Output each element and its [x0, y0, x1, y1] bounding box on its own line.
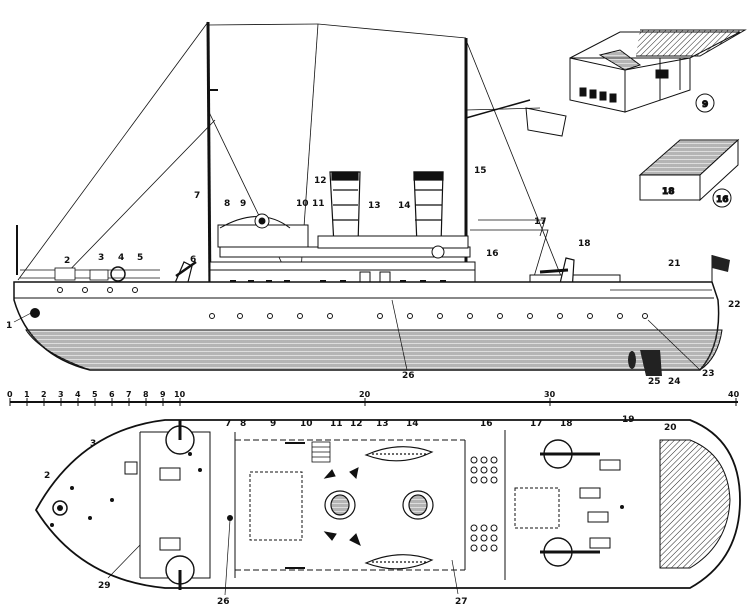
scale-tick: 7	[126, 390, 132, 399]
plan-label: 19	[622, 415, 635, 425]
plan-label: 29	[98, 581, 111, 591]
scale-tick: 6	[109, 390, 115, 399]
funnels	[329, 171, 444, 246]
inset-label: 16	[716, 195, 729, 205]
flag	[525, 107, 567, 137]
side-label: 6	[190, 255, 196, 265]
side-label: 24	[668, 377, 681, 387]
side-label: 8	[224, 199, 230, 209]
side-label: 18	[578, 239, 591, 249]
scale-tick: 20	[359, 390, 371, 399]
side-label: 11	[312, 199, 325, 209]
scale-tick: 0	[7, 390, 13, 399]
side-label: 12	[314, 176, 327, 186]
side-label-layer: 1 2 3 4 5 6 7 8 9 10 11 12 13 14 15 16 1…	[6, 166, 741, 387]
propeller	[628, 351, 636, 369]
plan-label: 20	[664, 423, 677, 433]
side-label: 5	[137, 253, 143, 263]
plan-label: 12	[350, 419, 363, 429]
scale-tick: 5	[92, 390, 98, 399]
deck-plan	[34, 419, 741, 590]
plan-label: 16	[480, 419, 493, 429]
gun-mounts	[165, 420, 600, 590]
side-label: 22	[728, 300, 741, 310]
plan-label: 14	[406, 419, 419, 429]
side-label: 23	[702, 369, 715, 379]
side-label: 16	[486, 249, 499, 259]
scale-tick: 9	[160, 390, 166, 399]
side-label: 4	[118, 253, 124, 263]
inset-label: 18	[662, 187, 675, 197]
plan-label-layer: 2 3 7 8 9 10 11 12 13 14 16 17 18 19 20 …	[44, 415, 677, 607]
inset-box: 18 16	[638, 138, 740, 208]
scale-bar: 0 1 2 3 4 5 6 7 8 9 10 20 30 40	[7, 390, 740, 406]
plan-label: 3	[90, 439, 96, 449]
plan-label: 18	[560, 419, 573, 429]
plan-label: 9	[270, 419, 276, 429]
hull-bottom	[25, 329, 723, 371]
plan-label: 27	[455, 597, 468, 607]
plan-label: 11	[330, 419, 343, 429]
funnel-tops	[324, 490, 434, 520]
plan-label: 10	[300, 419, 313, 429]
inset-label: 9	[702, 100, 708, 110]
side-label: 14	[398, 201, 411, 211]
plan-label: 13	[376, 419, 389, 429]
side-label: 13	[368, 201, 381, 211]
scale-tick: 10	[174, 390, 186, 399]
plan-label: 2	[44, 471, 50, 481]
plan-label: 7	[225, 419, 231, 429]
side-label: 1	[6, 321, 12, 331]
scale-tick: 30	[544, 390, 556, 399]
scuttle-grid	[470, 456, 498, 552]
plan-label: 26	[217, 597, 230, 607]
boats	[364, 446, 434, 570]
scale-tick: 4	[75, 390, 81, 399]
side-label: 25	[648, 377, 661, 387]
side-label: 2	[64, 256, 70, 266]
scale-tick: 8	[143, 390, 149, 399]
scale-tick: 40	[728, 390, 740, 399]
side-label: 26	[402, 371, 415, 381]
side-label: 3	[98, 253, 104, 263]
side-elevation	[13, 21, 730, 376]
scale-tick: 3	[58, 390, 64, 399]
stern-deck	[659, 439, 731, 569]
rudder	[640, 350, 662, 376]
side-label: 10	[296, 199, 309, 209]
scale-tick: 2	[41, 390, 47, 399]
side-label: 15	[474, 166, 487, 176]
side-label: 7	[194, 191, 200, 201]
portholes-hull	[57, 287, 648, 319]
side-label: 21	[668, 259, 681, 269]
rigging	[16, 21, 567, 301]
foremast	[206, 21, 212, 301]
plan-label: 8	[240, 419, 246, 429]
side-label: 9	[240, 199, 246, 209]
side-label: 17	[534, 217, 547, 227]
inset-bridge: 9	[569, 29, 747, 113]
plan-label: 17	[530, 419, 543, 429]
scale-tick: 1	[24, 390, 30, 399]
